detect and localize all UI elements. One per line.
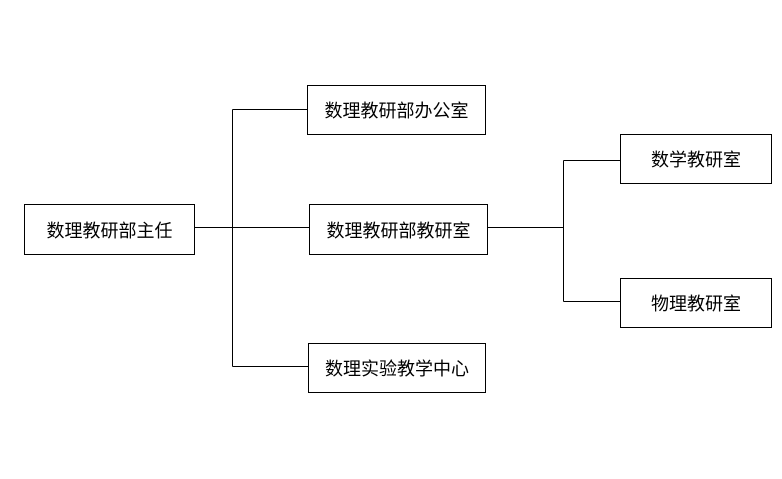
node-lab-center-label: 数理实验教学中心 <box>325 359 469 380</box>
node-research-office-label: 数理教研部教研室 <box>326 220 471 242</box>
node-math: 数学教研室 <box>620 134 772 184</box>
node-math-label: 数学教研室 <box>651 150 741 171</box>
node-physics-label: 物理教研室 <box>651 294 741 315</box>
node-office-label: 数理教研部办公室 <box>324 101 469 122</box>
node-office: 数理教研部办公室 <box>307 85 486 135</box>
node-physics: 物理教研室 <box>620 278 772 328</box>
node-lab-center: 数理实验教学中心 <box>308 343 486 393</box>
node-research-office: 数理教研部教研室 <box>309 204 488 255</box>
node-director: 数理教研部主任 <box>24 204 195 255</box>
node-director-label: 数理教研部主任 <box>46 220 173 242</box>
